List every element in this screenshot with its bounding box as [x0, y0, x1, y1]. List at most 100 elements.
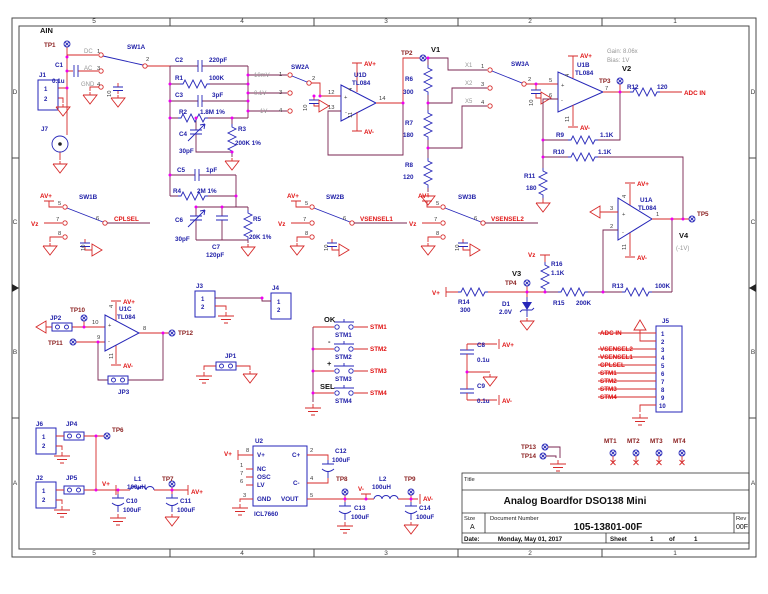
label-r13-171: R13	[612, 283, 624, 290]
u2-charge-pump	[231, 445, 421, 535]
testpoint-tp11	[69, 338, 77, 346]
label-11-184: 11	[109, 353, 115, 359]
label-30pf-52: 30pF	[175, 236, 190, 243]
label-vsensel2-143: VSENSEL2	[491, 216, 524, 223]
label-v2-107: V2	[622, 64, 631, 73]
label-v+-252: V+	[257, 452, 265, 459]
jumper-jp1	[215, 361, 237, 371]
connector-j4	[270, 292, 292, 320]
rev-value: 00F	[736, 524, 748, 531]
label-c-11: C	[13, 219, 18, 226]
label-100uf-281: 100uF	[416, 514, 434, 521]
label-r14-165: R14	[458, 299, 470, 306]
label-mt2-285: MT2	[627, 438, 640, 445]
label-c5-47: C5	[177, 167, 186, 174]
label-l2-274: L2	[379, 476, 387, 483]
label-d-14: D	[751, 89, 756, 96]
label-120-110: 120	[657, 84, 668, 91]
label-sw3a-91: SW3A	[511, 61, 530, 68]
label-x1-85: X1	[465, 63, 473, 69]
label-200k-170: 200K	[576, 300, 592, 307]
label-1.1k-115: 1.1K	[598, 149, 612, 156]
label-1.1k-113: 1.1K	[600, 132, 614, 139]
label-vsensel1-227: VSENSEL1	[600, 354, 633, 361]
label-5-267: 5	[310, 493, 313, 499]
label-tp4-163: TP4	[505, 280, 517, 287]
label-8-222: 8	[661, 388, 665, 394]
label-c+-257: C+	[292, 452, 301, 459]
label-10-224: 10	[659, 404, 666, 410]
label-300-166: 300	[460, 307, 471, 314]
resistor-r13	[621, 287, 653, 297]
label-8-123: 8	[58, 231, 61, 237]
label-1-9: 1	[673, 550, 677, 557]
label-r1-37: R1	[175, 75, 184, 82]
gain-divider	[420, 56, 558, 206]
label-6-133: 6	[343, 216, 346, 222]
label-2m-1%-50: 2M 1%	[197, 188, 217, 195]
label-c7-53: C7	[212, 244, 221, 251]
label-tp5-156: TP5	[697, 211, 709, 218]
ic-u2-icl7660	[252, 445, 308, 507]
mounting-hole-mt1	[609, 449, 617, 457]
j3-j4-jp1	[194, 290, 292, 384]
label-dc-26: DC	[84, 49, 93, 55]
label-c6-51: C6	[175, 217, 184, 224]
label-av--155: AV-	[637, 255, 647, 262]
label-tp14-283: TP14	[521, 453, 537, 460]
label-sw3b-137: SW3B	[458, 194, 477, 201]
capacitor-c13	[338, 501, 352, 521]
label-100uf-279: 100uF	[351, 514, 369, 521]
label-av+-75: AV+	[364, 61, 376, 68]
rev-label: Rev	[736, 516, 746, 522]
label-8-180: 8	[143, 326, 146, 332]
label-tl084-146: TL084	[638, 205, 657, 212]
label-stm2-205: STM2	[370, 346, 387, 353]
label-d-10: D	[13, 89, 18, 96]
testpoint-tp1	[63, 40, 71, 48]
label-+-71: +	[344, 95, 348, 101]
label-av--104: AV-	[580, 125, 590, 132]
label-2-191: 2	[201, 305, 205, 311]
label-x2-87: X2	[465, 81, 473, 87]
sw2a-blade	[291, 75, 308, 83]
label-jp1-195: JP1	[225, 353, 237, 360]
u1b-opamp	[535, 55, 684, 219]
label-11-74: 11	[348, 112, 354, 118]
label-tp8-272: TP8	[336, 476, 348, 483]
u1c-opamp	[35, 300, 176, 385]
testpoint-tp12	[168, 329, 176, 337]
label-5-120: 5	[58, 201, 61, 207]
label-9-179: 9	[97, 335, 100, 341]
opamp-triangle-u1a	[617, 197, 653, 241]
label-stm4-232: STM4	[600, 394, 617, 401]
connector-j6	[35, 427, 57, 455]
label-3-60: 3	[279, 90, 282, 96]
label-v--273: V-	[358, 486, 364, 493]
label-u1a-145: U1A	[640, 197, 653, 204]
inductor-l2	[373, 495, 399, 500]
resistor-r15	[557, 287, 589, 297]
label-jp5-241: JP5	[66, 475, 78, 482]
label-3-264: 3	[243, 493, 246, 499]
label-10-144: 10	[455, 245, 461, 251]
label-vsensel1-134: VSENSEL1	[360, 216, 393, 223]
testpoint-tp6	[103, 432, 111, 440]
label-j4-192: J4	[272, 285, 280, 292]
connector-j5	[655, 325, 683, 413]
button-minus	[333, 340, 355, 352]
label-r5-55: R5	[253, 216, 262, 223]
label-osc-254: OSC	[257, 474, 271, 481]
label-r6-79: R6	[405, 76, 414, 83]
label-c-15: C	[751, 219, 756, 226]
label-2-3: 2	[528, 18, 532, 25]
label-4-218: 4	[661, 356, 665, 362]
size-label: Size	[464, 516, 475, 522]
label-3-88: 3	[481, 82, 484, 88]
label-1.8m-1%-42: 1.8M 1%	[200, 109, 225, 116]
label-v4-157: V4	[679, 231, 689, 240]
label-10mv-57: 10mV	[254, 73, 270, 79]
label-7-221: 7	[661, 380, 665, 386]
